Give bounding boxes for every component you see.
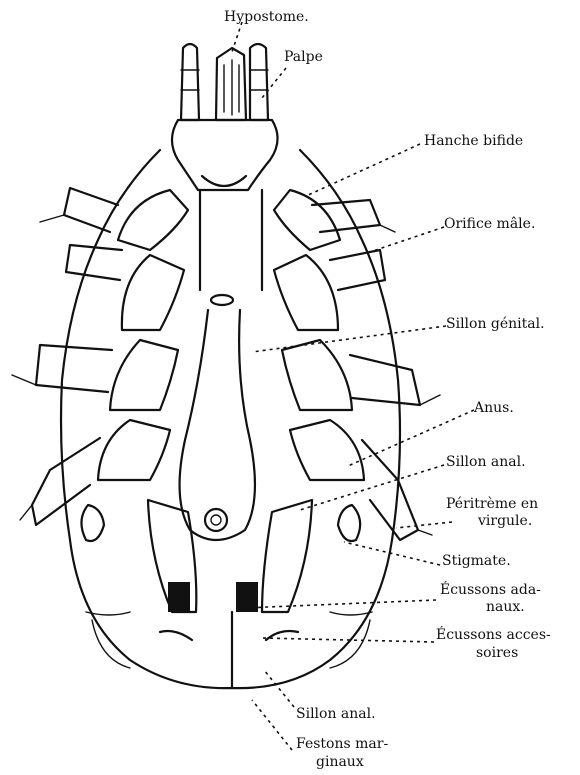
label-orifice-male: Orifice mâle. xyxy=(444,217,535,232)
label-sillon-anal-bottom: Sillon anal. xyxy=(296,707,376,722)
label-sillon-anal-right: Sillon anal. xyxy=(446,455,526,470)
label-stigmate: Stigmate. xyxy=(442,554,511,569)
label-hanche-bifide: Hanche bifide xyxy=(424,134,523,149)
label-anus: Anus. xyxy=(474,401,514,416)
coxae-right xyxy=(274,190,364,480)
legs-left xyxy=(12,188,122,525)
label-sillon-genital: Sillon génital. xyxy=(446,317,545,332)
label-hypostome: Hypostome. xyxy=(224,10,309,25)
label-festons-line1: Festons mar- xyxy=(296,737,388,752)
label-ecussons-accessoires-line1: Écussons acces- xyxy=(436,628,551,643)
coxae-left xyxy=(98,190,188,480)
label-peritreme-line2: virgule. xyxy=(478,514,532,529)
label-ecussons-adanaux-line1: Écussons ada- xyxy=(440,583,541,598)
label-festons-line2: ginaux xyxy=(316,755,364,770)
body-outline xyxy=(61,150,400,688)
label-peritreme-line1: Péritrème en xyxy=(446,497,538,512)
label-palpe: Palpe xyxy=(284,50,323,65)
capitulum xyxy=(172,44,278,190)
legs-right xyxy=(312,200,440,540)
label-ecussons-accessoires-line2: soires xyxy=(476,646,518,661)
sternal-region xyxy=(180,190,262,540)
label-ecussons-adanaux-line2: naux. xyxy=(486,600,525,615)
posterior-shields xyxy=(81,500,372,688)
